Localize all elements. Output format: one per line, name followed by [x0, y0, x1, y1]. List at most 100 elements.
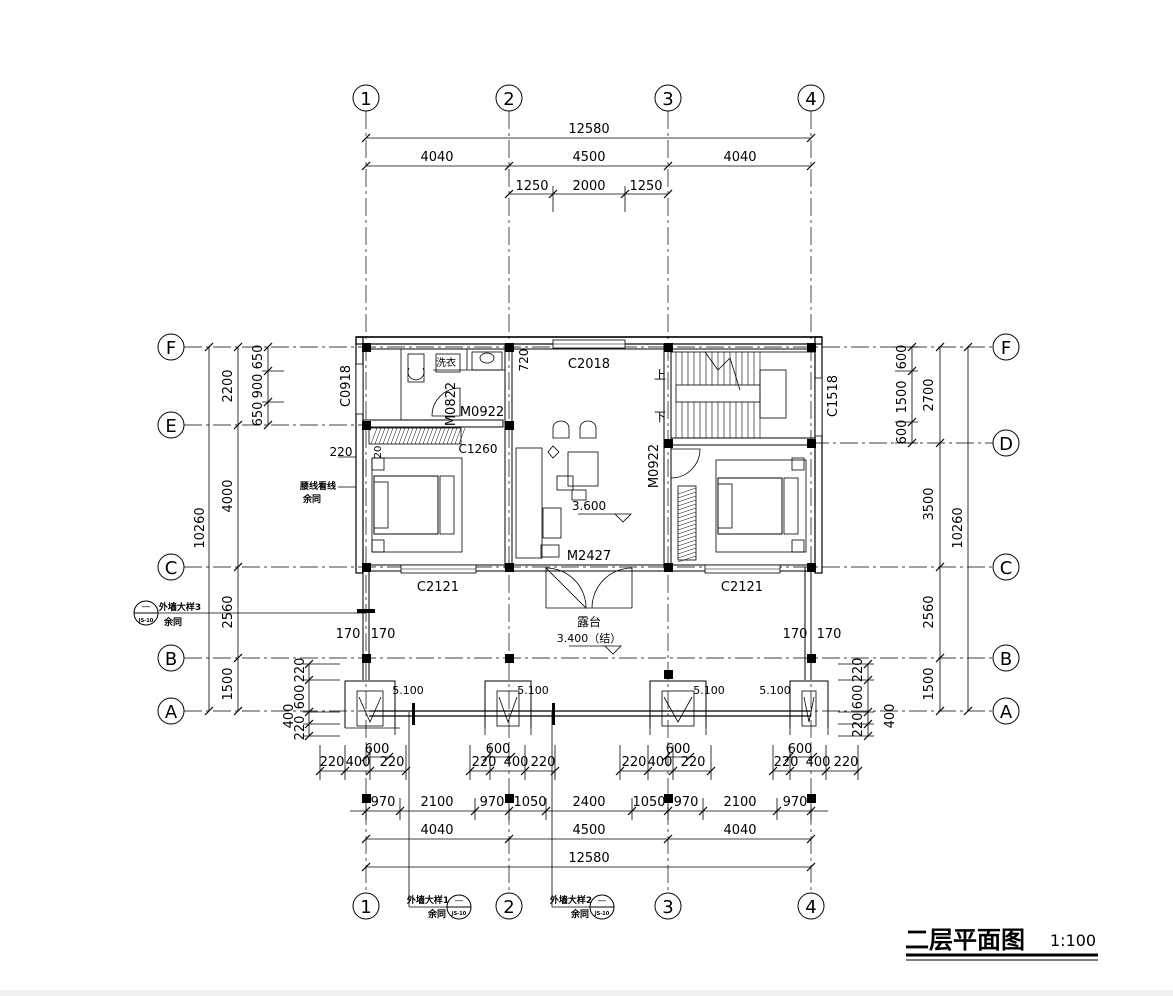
label-door-m0922-b: M0922: [647, 444, 662, 488]
label-cabinet-c1260: C1260: [459, 442, 498, 456]
label-dim-20: 20: [373, 446, 384, 459]
dim-left-sub-2: 900: [251, 374, 266, 399]
basin-bowl: [479, 352, 495, 364]
line: [677, 547, 697, 555]
label-dim-170-4: 170: [817, 627, 842, 642]
detail-ref-1: — JS-10 外墙大样1 余同: [406, 712, 472, 920]
label-window-c2121-right: C2121: [721, 580, 763, 595]
dim-left-overall: 10260: [193, 507, 208, 548]
label-stair-down: 下: [654, 410, 666, 424]
bed: [717, 477, 783, 535]
line: [504, 834, 514, 844]
dim-left-seg-2: 4000: [221, 479, 236, 512]
svg-text:220: 220: [531, 755, 556, 770]
svg-text:220: 220: [681, 755, 706, 770]
label-window-c2018: C2018: [568, 357, 610, 372]
line: [233, 342, 243, 352]
line: [370, 427, 378, 445]
line: [410, 427, 418, 445]
line: [677, 511, 697, 519]
column-dim-group-2: 600 220 400 220: [472, 742, 556, 770]
svg-text:4: 4: [805, 89, 816, 110]
line: [806, 834, 816, 844]
dim-bottom-pier-3: 970: [480, 795, 505, 810]
line: [677, 543, 697, 551]
line: [454, 427, 462, 445]
wardrobe-right: [677, 485, 697, 561]
label-window-c1518: C1518: [826, 375, 841, 417]
line: [677, 507, 697, 515]
pier-hatch: [498, 696, 518, 724]
svg-text:220: 220: [774, 755, 799, 770]
wall-e: [362, 419, 504, 428]
chair: [552, 420, 570, 439]
svg-text:220: 220: [834, 755, 859, 770]
dim-bottom-pier-1: 970: [371, 795, 396, 810]
line: [806, 161, 816, 171]
line: [398, 427, 406, 445]
structural-column: [362, 421, 371, 430]
label-window-c0918: C0918: [339, 365, 354, 407]
level-mark: [604, 645, 622, 655]
label-level-5100-4: 5.100: [759, 684, 791, 697]
dim-bottom-pier-7: 970: [674, 795, 699, 810]
dim-top-opening-3: 1250: [629, 179, 662, 194]
line: [426, 427, 434, 445]
pier-outline: [344, 680, 396, 728]
line: [361, 862, 371, 872]
line: [677, 535, 697, 543]
line: [935, 706, 945, 716]
label-level-5100-3: 5.100: [693, 684, 725, 697]
structural-column: [664, 439, 673, 448]
dim-top-overall: 12580: [568, 122, 609, 137]
bed: [373, 475, 439, 535]
svg-text:600: 600: [365, 742, 390, 757]
svg-text:JS-10: JS-10: [451, 911, 467, 917]
svg-text:400: 400: [346, 755, 371, 770]
svg-text:A: A: [165, 702, 178, 723]
dim-right-seg-2: 3500: [922, 487, 937, 520]
structural-column: [807, 343, 816, 352]
label-level-5100-1: 5.100: [392, 684, 424, 697]
door-swing: [670, 448, 701, 479]
line: [233, 706, 243, 716]
line: [663, 834, 673, 844]
svg-text:220: 220: [380, 755, 405, 770]
svg-text:3: 3: [662, 89, 673, 110]
line: [394, 427, 402, 445]
line: [935, 438, 945, 448]
drawing-scale: 1:100: [1050, 931, 1096, 950]
line: [935, 562, 945, 572]
label-dim-220: 220: [330, 445, 353, 459]
desk: [567, 451, 599, 487]
dim-top-bay-2: 4500: [572, 150, 605, 165]
wardrobe-left: [368, 427, 462, 445]
line: [382, 427, 390, 445]
pier-outline: [484, 680, 532, 728]
label-door-m0922: M0922: [460, 405, 504, 420]
pier-hatch: [358, 696, 382, 723]
line: [806, 862, 816, 872]
bed-head: [439, 475, 455, 535]
bottom-scroll-strip: [0, 990, 1173, 996]
svg-text:600: 600: [486, 742, 511, 757]
line: [677, 487, 697, 495]
structural-column: [505, 343, 514, 352]
dim-right-col-3: 220: [851, 713, 866, 738]
svg-text:A: A: [1000, 702, 1013, 723]
toilet: [407, 353, 425, 383]
line: [663, 189, 673, 199]
svg-text:3: 3: [662, 897, 673, 918]
line: [434, 427, 442, 445]
structural-column: [664, 343, 673, 352]
label-dim-170-1: 170: [336, 627, 361, 642]
grid-bubble-top-4: 4: [797, 84, 825, 112]
line: [935, 653, 945, 663]
door-swing: [545, 567, 587, 609]
svg-text:2: 2: [503, 897, 514, 918]
dim-right-sub-3: 600: [895, 420, 910, 445]
line: [414, 427, 422, 445]
dim-bottom-bay-3: 4040: [723, 823, 756, 838]
door-swing: [591, 567, 633, 609]
svg-text:JS-10: JS-10: [594, 911, 610, 917]
